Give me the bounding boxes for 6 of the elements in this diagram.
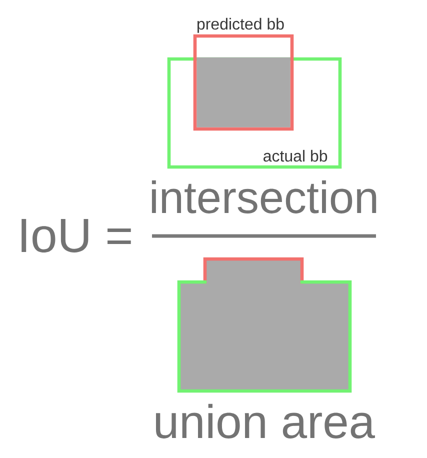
intersection-region <box>196 57 290 128</box>
box-caption: actual bb <box>264 150 328 162</box>
denominator-text: union area <box>156 404 375 438</box>
box-caption: predicted bb <box>198 18 284 33</box>
formula-text: IoU = <box>22 218 131 252</box>
numerator-text: intersection <box>152 180 376 214</box>
